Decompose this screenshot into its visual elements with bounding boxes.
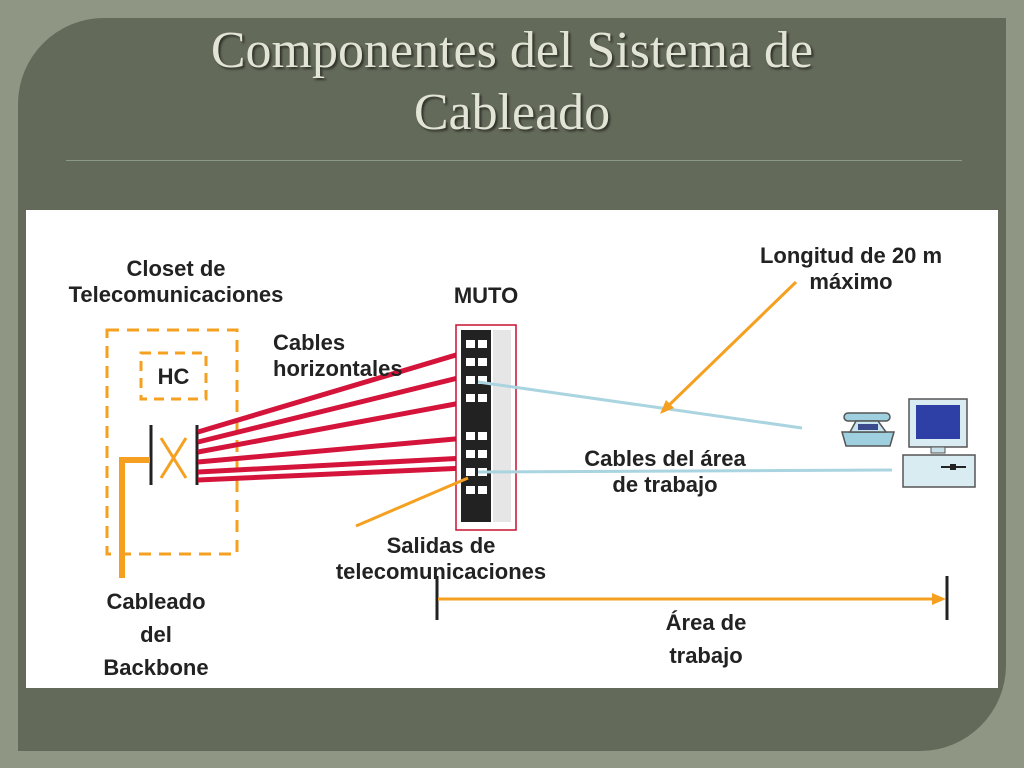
horizontal-cable: [197, 435, 467, 465]
title-line-2: Cableado: [413, 84, 611, 141]
muto-label: MUTO: [436, 283, 536, 309]
crossconnect-x-b: [159, 437, 188, 479]
work-area-cable-phone: [477, 380, 803, 430]
backbone-line-2: del: [140, 622, 172, 647]
backbone-label: Cableado del Backbone: [76, 585, 236, 684]
slide-title: Componentes del Sistema de Cableado: [0, 20, 1024, 144]
cabling-diagram: [105, 280, 976, 620]
horizontal-cable: [197, 349, 467, 435]
backbone-line-3: Backbone: [103, 655, 209, 680]
horizontal-cable: [197, 399, 467, 455]
computer-icon: [902, 398, 976, 488]
diagram-panel: Closet de Telecomunicaciones HC Cables h…: [26, 210, 998, 688]
max-length-arrow: [662, 280, 798, 412]
work-area-arrowhead: [932, 593, 946, 605]
work-area-cables-line-2: de trabajo: [612, 472, 718, 497]
horizontal-cables-line-1: Cables: [273, 330, 346, 355]
hc-label: HC: [141, 364, 206, 390]
title-line-1: Componentes del Sistema de: [210, 22, 814, 79]
backbone-line-1: Cableado: [106, 589, 206, 614]
hc-label-text: HC: [157, 364, 190, 389]
title-divider: [66, 160, 962, 161]
horizontal-cables-label: Cables horizontales: [273, 330, 403, 382]
horizontal-cable: [197, 455, 467, 475]
closet-label: Closet de Telecomunicaciones: [36, 256, 316, 308]
work-area-line-2: trabajo: [669, 643, 743, 668]
work-area-cable-computer: [477, 468, 893, 474]
hc-box: [139, 351, 208, 401]
closet-label-line-2: Telecomunicaciones: [68, 282, 284, 307]
max-length-line-1: Longitud de 20 m: [759, 243, 943, 268]
work-area-cables-label: Cables del área de trabajo: [550, 446, 780, 498]
work-area-label: Área de trabajo: [626, 606, 786, 672]
muto-label-text: MUTO: [453, 283, 519, 308]
closet-box: [105, 328, 239, 556]
work-area-cables-line-1: Cables del área: [584, 446, 746, 471]
work-area-line-1: Área de: [665, 610, 747, 635]
max-length-arrowhead: [660, 400, 674, 414]
horizontal-cable: [197, 373, 467, 445]
horizontal-cable: [197, 465, 467, 483]
backbone-cable: [119, 457, 150, 578]
max-length-line-2: máximo: [809, 269, 893, 294]
horizontal-cables-line-2: horizontales: [273, 356, 403, 381]
max-length-label: Longitud de 20 m máximo: [726, 243, 976, 295]
outlets-line-2: telecomunicaciones: [335, 559, 547, 584]
closet-label-line-1: Closet de: [126, 256, 226, 281]
horizontal-cables: [197, 349, 467, 483]
outlets-label: Salidas de telecomunicaciones: [316, 533, 566, 585]
outlet-pointer-line: [355, 476, 469, 528]
outlets-line-1: Salidas de: [386, 533, 496, 558]
patch-panel-icon: [455, 324, 517, 531]
telephone-icon: [841, 412, 895, 447]
